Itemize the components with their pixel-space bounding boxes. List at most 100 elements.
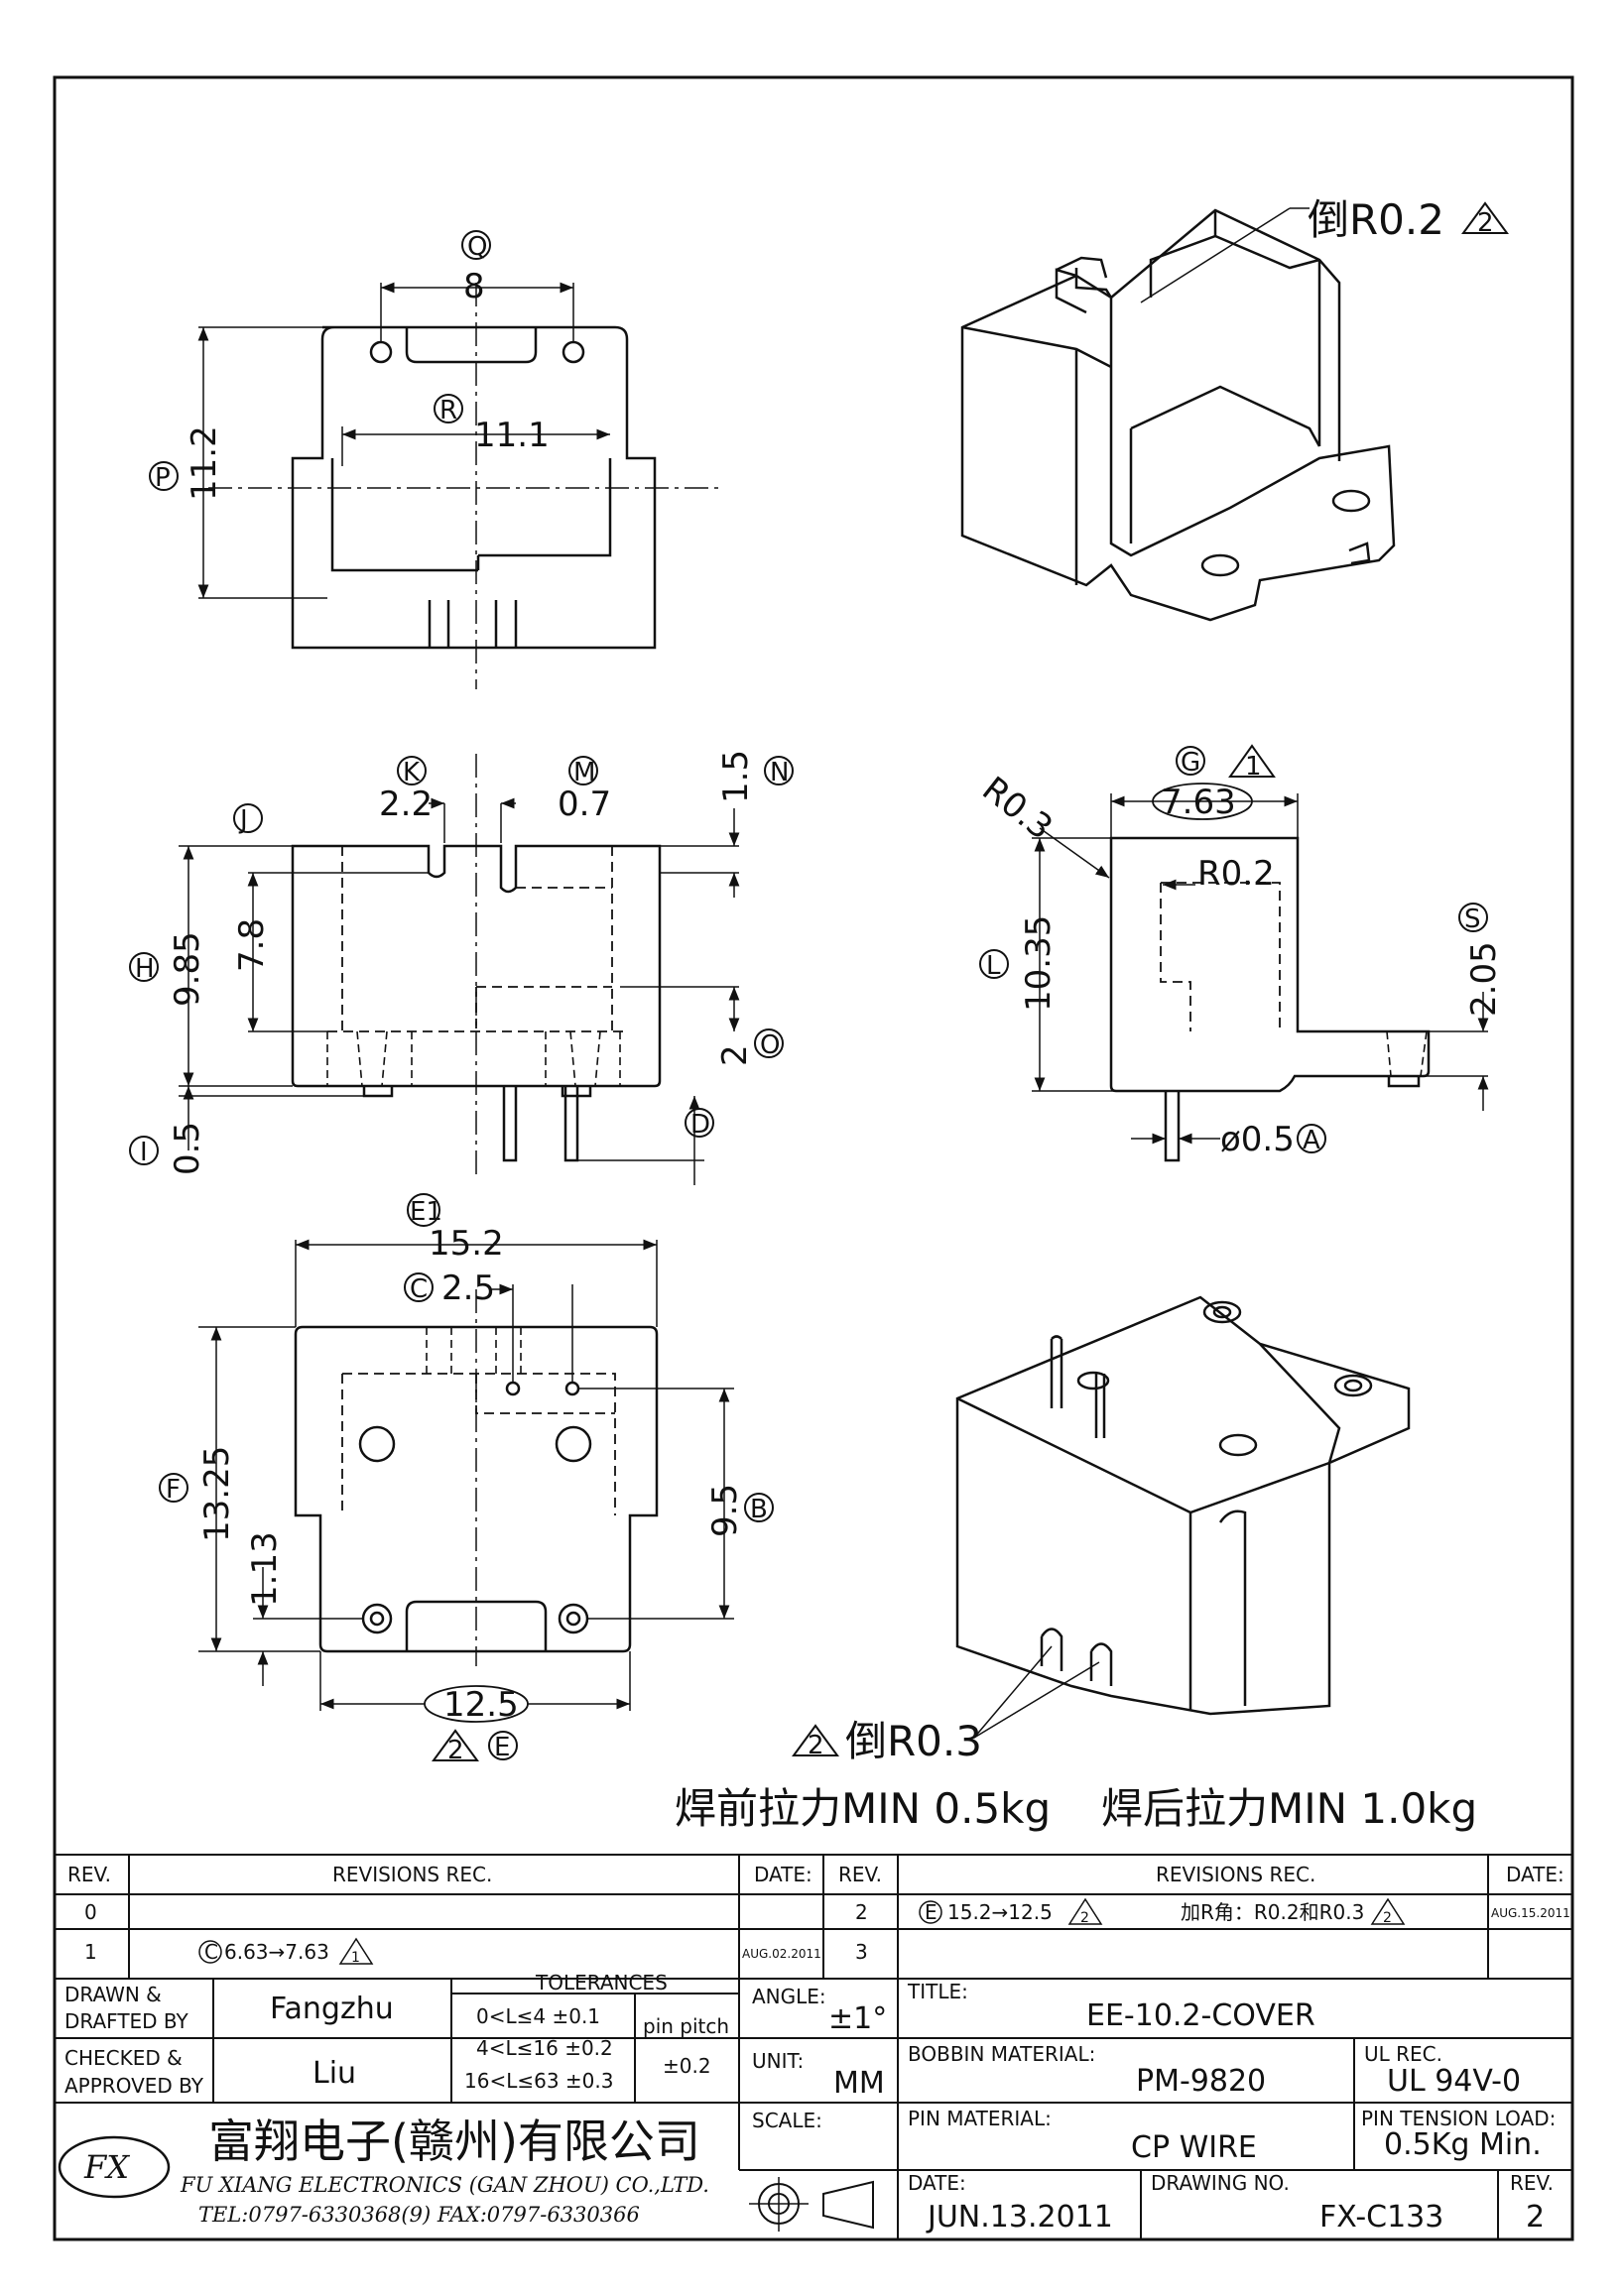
checked-label-1: CHECKED & [64,2046,183,2070]
label-k: K [403,758,421,787]
iso-bottom-view [955,1295,1411,1739]
unit-value: MM [833,2066,885,2101]
drawn-label-2: DRAFTED BY [64,2009,189,2033]
angle-value: ±1° [828,2001,887,2036]
company-tel: TEL:0797-6330368(9) FAX:0797-6330366 [198,2203,640,2227]
iso-bottom-note: 倒R0.3 [845,1717,982,1765]
rev-header: REV. [67,1863,111,1886]
label-j: J [238,805,248,835]
rev-header-2: REV. [838,1863,882,1886]
iso-bottom-labels: 2 倒R0.3 [792,1717,982,1765]
label-a: A [1303,1126,1320,1155]
dim-a: ø0.5 [1220,1120,1295,1159]
label-c: C [410,1274,428,1304]
checked-label-2: APPROVED BY [64,2074,204,2098]
label-h: H [135,954,155,984]
tolerance-3: 16<L≤63 ±0.3 [464,2069,613,2093]
dim-g: 7.63 [1161,783,1236,822]
rev1-tri: 1 [351,1950,360,1966]
top-view-labels: Q 8 R 11.1 P 11.2 [149,230,550,501]
dim-o: 2 [715,1044,755,1066]
rev2-desc2: 加R角：R0.2和R0.3 [1181,1900,1364,1924]
company-name-en: FU XIANG ELECTRONICS (GAN ZHOU) CO.,LTD. [180,2173,709,2197]
rev2-tri: 2 [1080,1910,1089,1926]
dim-m: 0.7 [558,785,611,824]
front-view-labels: K 2.2 M 0.7 N 1.5 J 7.8 H 9.85 2 O I 0.5… [129,750,794,1175]
iso-top-note: 倒R0.2 [1308,195,1444,244]
dim-s: 2.05 [1464,941,1504,1017]
rev1: 1 [84,1940,97,1964]
title-block-text: REV. REVISIONS REC. DATE: REV. REVISIONS… [58,1863,1570,2235]
label-g: G [1181,748,1200,778]
label-d: D [690,1110,710,1140]
front-view [179,754,740,1185]
tolerances-header: TOLERANCES [535,1971,668,1994]
date-value: JUN.13.2011 [926,2200,1113,2235]
label-p: P [155,463,171,493]
label-e: E [494,1733,510,1762]
drawing-no-label: DRAWING NO. [1151,2171,1290,2195]
note-pull-before: 焊前拉力MIN 0.5kg [675,1784,1051,1833]
label-n: N [770,758,789,787]
dim-e: 12.5 [443,1685,519,1725]
bobbin-value: PM-9820 [1136,2064,1266,2099]
side-r02: R0.2 [1197,854,1275,894]
pin-material-value: CP WIRE [1131,2130,1257,2165]
rev2-desc: 15.2→12.5 [947,1900,1053,1924]
dim-r: 11.1 [474,416,550,455]
checked-value: Liu [312,2056,356,2091]
label-e1: E1 [410,1197,442,1227]
dim-b: 9.5 [705,1484,745,1537]
pin-pitch-label: pin pitch [643,2014,729,2038]
bobbin-label: BOBBIN MATERIAL: [908,2042,1095,2066]
drawn-value: Fangzhu [270,1992,394,2026]
side-rev-mark-g: 1 [1245,752,1262,782]
dim-k: 2.2 [379,785,433,824]
label-s: S [1464,905,1481,934]
ul-label: UL REC. [1364,2042,1442,2066]
angle-label: ANGLE: [752,1985,826,2008]
bottom-rev-mark-e: 2 [447,1736,464,1765]
revisions-header: REVISIONS REC. [332,1863,492,1886]
rev2: 2 [855,1900,868,1924]
label-r: R [439,396,457,425]
note-pull-after: 焊后拉力MIN 1.0kg [1101,1784,1477,1833]
bottom-view [198,1239,734,1723]
ul-value: UL 94V-0 [1387,2064,1521,2099]
dim-j: 7.8 [232,918,272,972]
pin-tension-label: PIN TENSION LOAD: [1361,2107,1556,2130]
rev-value: 2 [1526,2200,1545,2235]
bottom-view-labels: E1 15.2 C 2.5 F 13.25 1.13 9.5 B 12.5 2 … [159,1193,774,1765]
side-r03: R0.3 [974,770,1060,848]
date-header: DATE: [754,1863,812,1886]
date-header-2: DATE: [1506,1863,1564,1886]
dim-h: 9.85 [168,931,207,1007]
dim-n: 1.5 [716,750,756,803]
drawn-label-1: DRAWN & [64,1983,162,2006]
dim-p: 11.2 [185,425,224,501]
label-m: M [573,758,595,787]
title-label: TITLE: [907,1980,968,2003]
label-q: Q [467,232,487,262]
rev1-date: AUG.02.2011 [742,1947,821,1961]
drawing-no-value: FX-C133 [1319,2200,1443,2235]
dim-113: 1.13 [245,1531,285,1607]
iso-top-labels: 倒R0.2 2 [1308,195,1509,244]
title-value: EE-10.2-COVER [1086,1998,1315,2033]
dim-i: 0.5 [168,1122,207,1175]
rev2-date: AUG.15.2011 [1491,1906,1570,1920]
unit-label: UNIT: [752,2049,804,2073]
label-f: F [166,1475,181,1505]
rev1-circle: C [204,1940,218,1964]
pin-tension-value: 0.5Kg Min. [1384,2127,1542,2162]
revisions-header-2: REVISIONS REC. [1156,1863,1315,1886]
dim-l: 10.35 [1019,915,1059,1012]
iso-bottom-rev-mark: 2 [808,1731,824,1760]
rev2-tri2: 2 [1383,1910,1392,1926]
title-block [54,1854,1573,2240]
company-logo-text: FX [83,2148,130,2186]
company-name-cn: 富翔电子(赣州)有限公司 [208,2115,700,2168]
rev3: 3 [855,1940,868,1964]
side-view-labels: G 1 7.63 R0.3 R0.2 L 10.35 S 2.05 ø0.5 A [974,744,1504,1159]
